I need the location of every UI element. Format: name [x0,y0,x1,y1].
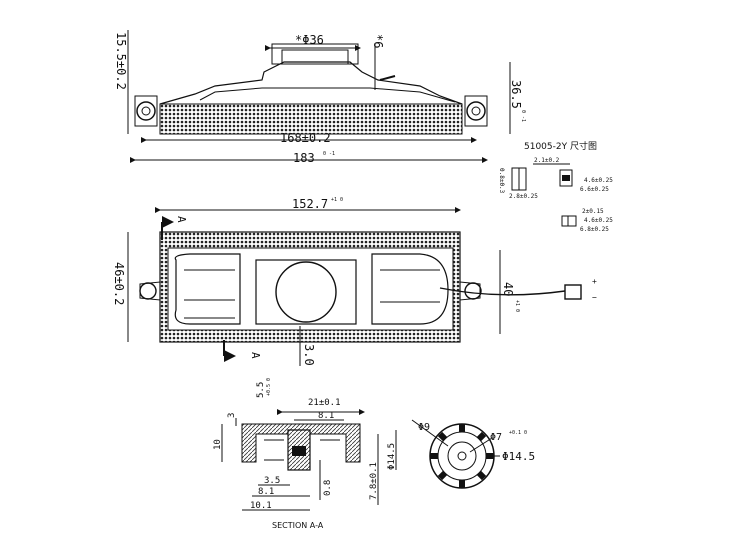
dim-15-5: 15.5±0.2 [114,32,128,90]
speaker-mesh-top [159,103,463,135]
right-mount-front [459,281,482,301]
magnet-cap [271,43,359,65]
dim-4-6a: 4.6±0.25 [584,177,613,184]
dim-2-8: 2.8±0.25 [509,193,538,200]
dim-6: *6 [371,34,385,48]
dim-6-6a: 6.6±0.25 [580,186,609,193]
section-view: 21±0.1 8.1 5.5 +0.5 0 3 10 3.5 8.1 10.1 … [213,378,397,530]
dim-40-tol: +1 0 [514,300,520,312]
dim-5-5-tol: +0.5 0 [266,378,272,396]
dim-152-7-tol: +1 0 [331,197,343,203]
dim-152-7: 152.7 [292,197,328,211]
drawing-title: 51005-2Y 尺寸图 [524,140,597,152]
dim-phi7-tol: +0.1 0 [509,430,527,436]
top-view: *Φ36 *6 15.5±0.2 36.5 0 -1 168±0.2 183 0… [114,30,526,165]
dim-6-8: 6.8±0.25 [580,226,609,233]
dim-168: 168±0.2 [280,131,331,145]
dim-0-8: 0.8 [323,480,333,496]
speaker-body-profile [159,61,463,105]
connector [564,284,582,300]
dim-3: 3 [227,413,237,418]
left-mount-front [139,281,161,301]
dim-36-5-tol: 0 -1 [520,110,526,122]
dim-46: 46±0.2 [112,262,126,305]
dim-phi14-5-end: Φ14.5 [502,450,535,463]
dim-21: 21±0.1 [308,398,341,408]
dim-phi14-5-section: Φ14.5 [387,443,397,470]
diaphragm-circle [275,261,337,323]
right-mount-top [464,95,488,127]
dim-3-0: 3.0 [302,344,316,366]
dim-phi7: Φ7 [490,432,502,443]
end-view: Φ9 Φ7 +0.1 0 Φ14.5 [411,419,535,489]
dim-3-5: 3.5 [264,476,280,486]
dim-phi9: Φ9 [418,422,430,433]
dim-phi36: *Φ36 [295,33,324,47]
dim-40: 40 [501,282,515,296]
terminal-detail: 2.1±0.2 0.8±0.3 4.6±0.25 6.6±0.25 2.8±0.… [498,157,613,233]
dim-0-8: 0.8±0.3 [498,168,505,194]
section-mark-top: A [175,216,188,223]
left-mount-top [134,95,158,127]
dim-4-6b: 4.6±0.25 [584,217,613,224]
pole-plus: + [592,277,597,286]
dim-36-5: 36.5 [509,80,523,109]
dim-10: 10 [213,439,223,450]
lead-wire [439,287,566,296]
dim-2: 2±0.15 [582,208,604,215]
dim-2-1: 2.1±0.2 [534,157,560,164]
dim-8-1: 8.1 [258,487,274,497]
dim-10-1: 10.1 [250,501,272,511]
dim-183: 183 [293,151,315,165]
outer-ring [429,423,495,489]
dim-8-1-top: 8.1 [318,411,334,421]
dim-183-tol: 0 -1 [323,151,335,157]
section-caption: SECTION A-A [272,521,324,530]
dim-5-5: 5.5 [256,382,266,398]
section-mark-bottom: A [249,352,262,359]
pole-minus: − [592,293,597,302]
front-view: + − 152.7 +1 0 A A 46±0.2 40 +1 0 3.0 [112,197,597,366]
dim-7-8: 7.8±0.1 [369,462,379,500]
